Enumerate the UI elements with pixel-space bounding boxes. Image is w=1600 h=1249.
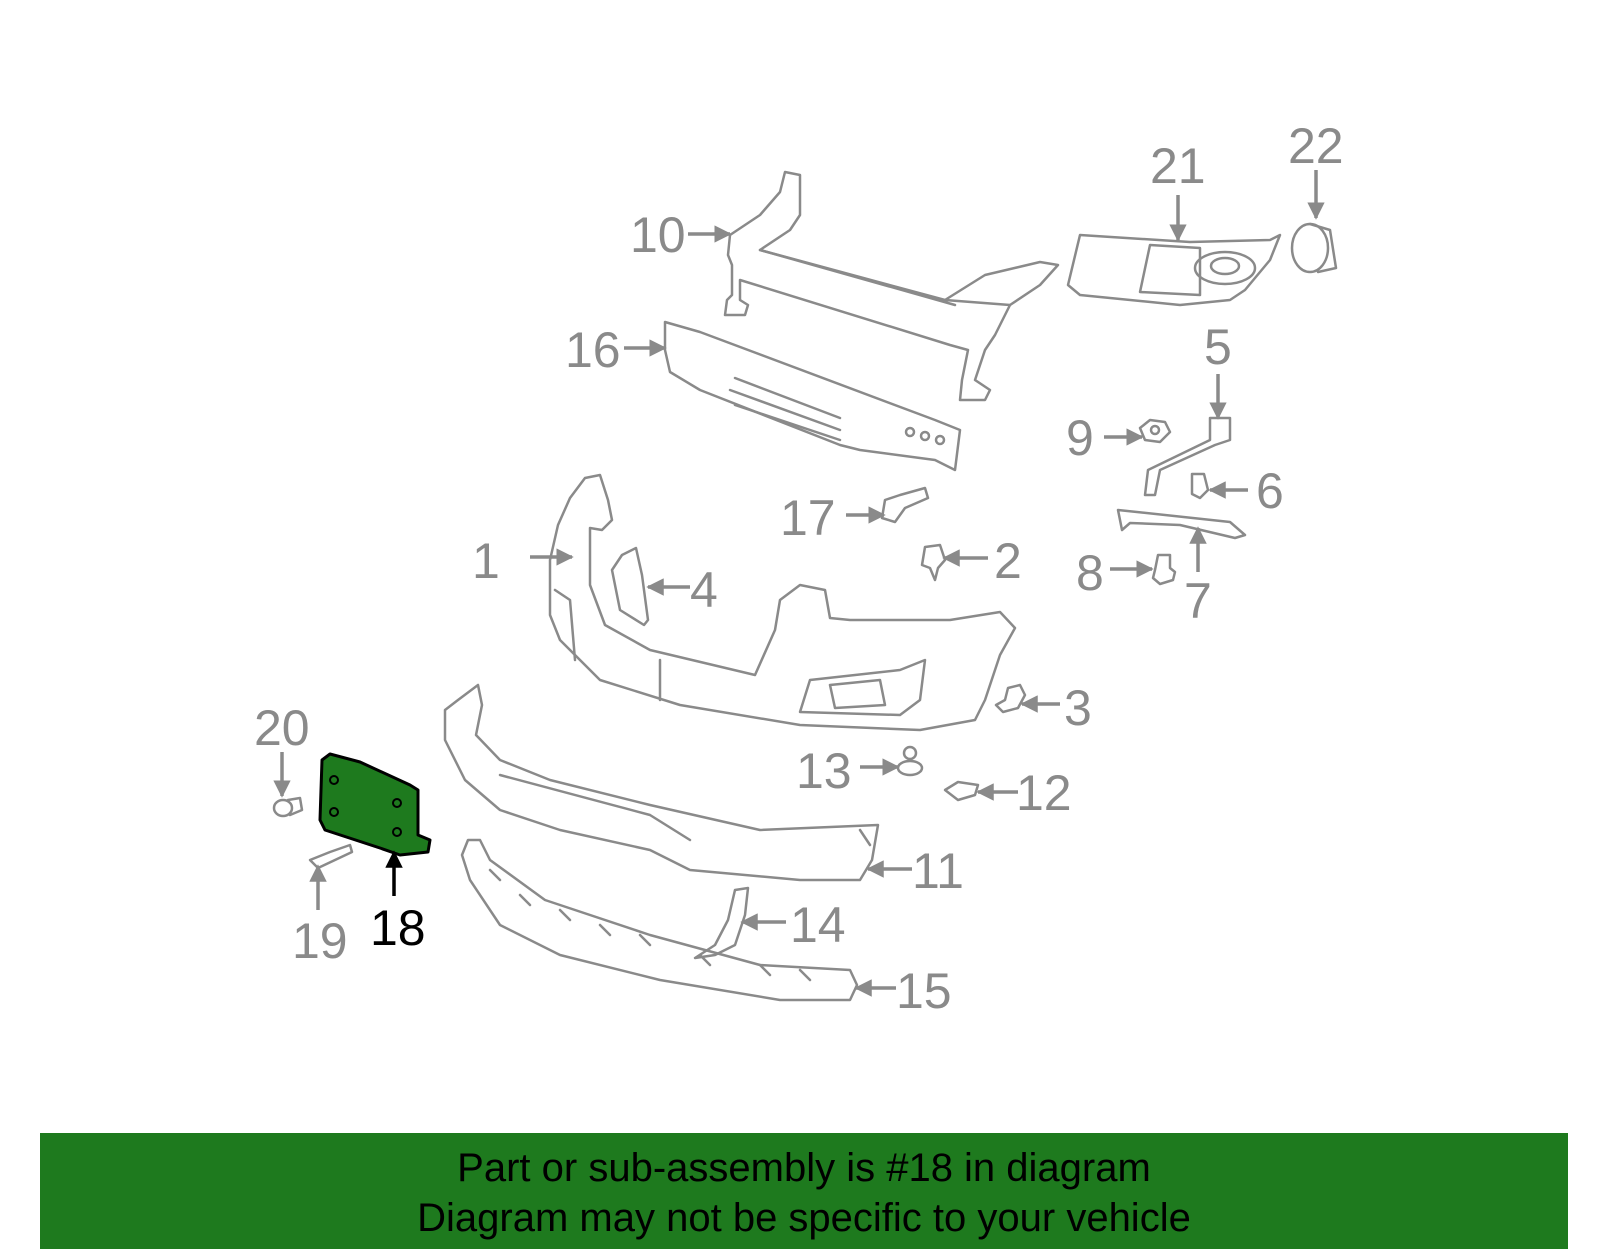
callout-18: 18	[370, 900, 426, 956]
part-17-bolt	[880, 486, 930, 524]
part-5-bracket	[1143, 416, 1232, 497]
part-12-pad	[943, 780, 980, 802]
part-18-license-bracket	[318, 752, 432, 857]
callout-7: 7	[1184, 573, 1212, 629]
callout-14: 14	[790, 897, 846, 953]
info-banner: Part or sub-assembly is #18 in diagram D…	[40, 1133, 1568, 1249]
callout-13: 13	[796, 743, 852, 799]
leader-arrows	[273, 170, 1325, 997]
part-13-rivet	[896, 745, 924, 777]
part-19-clip	[308, 843, 354, 870]
part-15-lower-deflector	[460, 838, 859, 1002]
callout-20: 20	[254, 700, 310, 756]
callout-11: 11	[912, 843, 964, 899]
part-3-bolt	[994, 683, 1027, 714]
callout-22: 22	[1288, 118, 1344, 174]
callout-2: 2	[994, 533, 1022, 589]
callout-6: 6	[1256, 463, 1284, 519]
callout-10: 10	[630, 207, 686, 263]
part-6-clip	[1190, 472, 1210, 500]
callout-17: 17	[780, 490, 836, 546]
part-20-clip	[272, 796, 304, 818]
part-1-bumper-cover	[548, 473, 1017, 732]
banner-line-part: Part or sub-assembly is #18 in diagram	[457, 1146, 1151, 1190]
part-11-lower-valance	[443, 683, 880, 882]
part-14-insert	[693, 886, 750, 960]
callout-8: 8	[1076, 545, 1104, 601]
part-4-insert	[610, 546, 650, 627]
part-9-nut	[1138, 418, 1172, 444]
part-7-strip	[1116, 508, 1247, 540]
callout-16: 16	[565, 322, 621, 378]
part-8-bolt	[1151, 553, 1177, 586]
callout-21: 21	[1150, 138, 1206, 194]
callout-19: 19	[292, 913, 348, 969]
callout-5: 5	[1204, 319, 1232, 375]
part-10-upper-support	[723, 170, 1060, 402]
callout-3: 3	[1064, 680, 1092, 736]
callout-labels: 10 21 22 16 5 9 6 17 2 8 7 1 4 3 20 13 1…	[254, 118, 1344, 1019]
part-22-fog-lamp	[1290, 222, 1338, 274]
callout-15: 15	[896, 963, 952, 1019]
callout-12: 12	[1016, 765, 1072, 821]
banner-line-disclaimer: Diagram may not be specific to your vehi…	[417, 1196, 1191, 1240]
callout-9: 9	[1066, 410, 1094, 466]
part-2-push-pin	[920, 543, 947, 582]
part-21-fog-lamp-bezel	[1066, 233, 1282, 307]
part-16-energy-absorber	[663, 320, 962, 472]
callout-4: 4	[690, 562, 718, 618]
callout-1: 1	[472, 533, 500, 589]
